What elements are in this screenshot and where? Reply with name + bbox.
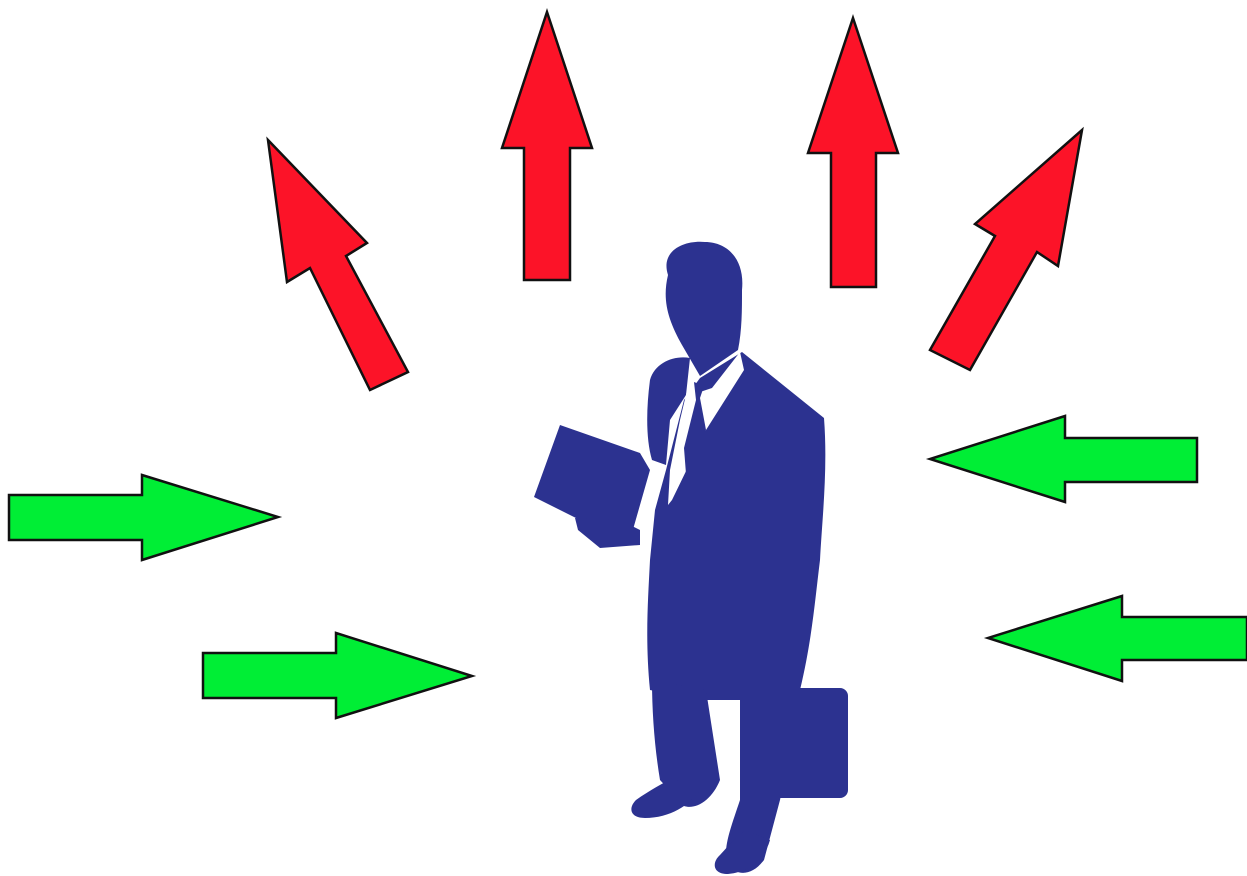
incoming-arrow-left-icon <box>988 596 1247 681</box>
outgoing-arrow-up-right-icon <box>930 130 1082 370</box>
figure-head <box>666 242 743 376</box>
figure-briefcase <box>770 688 848 798</box>
incoming-arrow-left-icon <box>930 416 1197 502</box>
outgoing-arrow-up-icon <box>808 18 898 287</box>
outgoing-arrows <box>268 12 1082 390</box>
incoming-arrow-right-icon <box>203 633 472 718</box>
incoming-arrow-right-icon <box>9 475 278 560</box>
outgoing-arrow-up-icon <box>502 12 592 280</box>
businessman-silhouette-icon <box>534 242 848 874</box>
outgoing-arrow-up-left-icon <box>268 140 408 390</box>
